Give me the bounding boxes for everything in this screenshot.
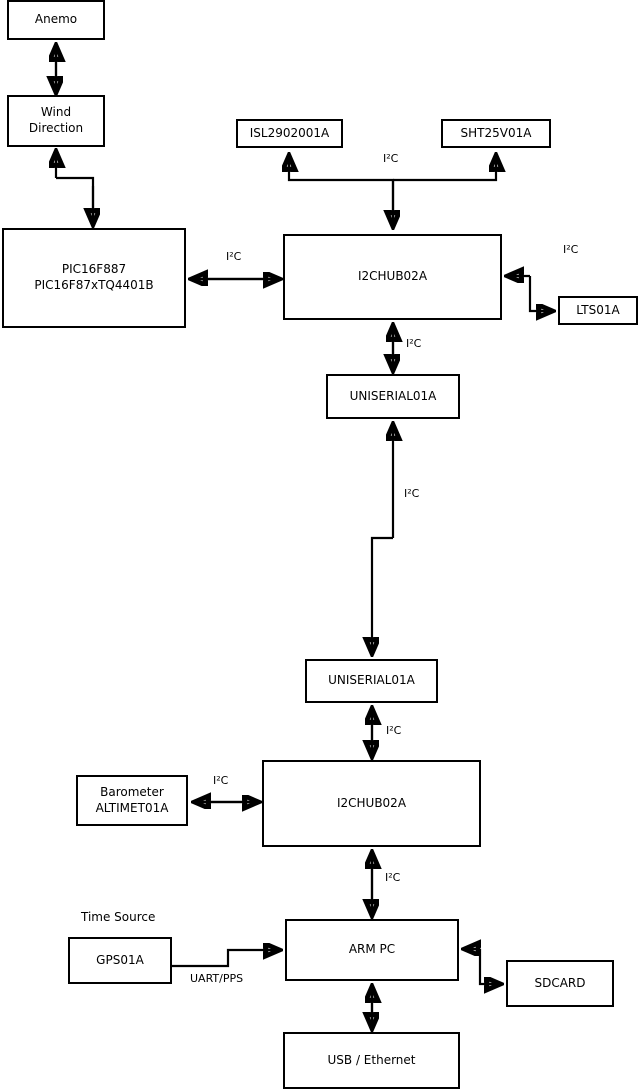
node-usb-ethernet[interactable]: USB / Ethernet: [283, 1032, 460, 1089]
edge-label-hub-bottom-to-arm: I²C: [385, 871, 401, 884]
node-uniserial01a-top[interactable]: UNISERIAL01A: [326, 374, 460, 419]
wire-armpc-sdcard: [465, 949, 500, 984]
edge-label-uniserial-link: I²C: [404, 487, 420, 500]
node-gps01a[interactable]: GPS01A: [68, 937, 172, 984]
edge-label-hub-to-sensors: I²C: [383, 152, 399, 165]
edge-label-uniserial-to-hub-bottom: I²C: [386, 724, 402, 737]
wire-hubtop-sensors: [289, 156, 496, 228]
edge-label-barometer-to-hub: I²C: [213, 774, 229, 787]
node-anemo[interactable]: Anemo: [7, 0, 105, 40]
node-lts01a[interactable]: LTS01A: [558, 296, 638, 325]
label-time-source: Time Source: [81, 910, 156, 924]
node-i2chub02a-top[interactable]: I2CHUB02A: [283, 234, 502, 320]
node-i2chub02a-bottom[interactable]: I2CHUB02A: [262, 760, 481, 847]
node-barometer-altimet01a[interactable]: Barometer ALTIMET01A: [76, 775, 188, 826]
wire-uniserial-link: [372, 425, 393, 653]
node-wind-direction[interactable]: Wind Direction: [7, 95, 105, 147]
edge-label-hub-to-uniserial: I²C: [406, 337, 422, 350]
wire-gps-armpc: [172, 950, 279, 968]
wire-pic-wind: [56, 152, 93, 224]
edge-label-pic-to-hub: I²C: [226, 250, 242, 263]
node-arm-pc[interactable]: ARM PC: [285, 919, 459, 981]
node-pic16f887[interactable]: PIC16F887 PIC16F87xTQ4401B: [2, 228, 186, 328]
edge-label-gps-to-arm: UART/PPS: [190, 972, 244, 985]
edge-label-hub-to-lts: I²C: [563, 243, 579, 256]
node-uniserial01a-bottom[interactable]: UNISERIAL01A: [305, 659, 438, 703]
node-sdcard[interactable]: SDCARD: [506, 960, 614, 1007]
node-isl2902001a[interactable]: ISL2902001A: [236, 119, 343, 148]
node-sht25v01a[interactable]: SHT25V01A: [441, 119, 551, 148]
wire-hubtop-lts: [508, 276, 552, 311]
